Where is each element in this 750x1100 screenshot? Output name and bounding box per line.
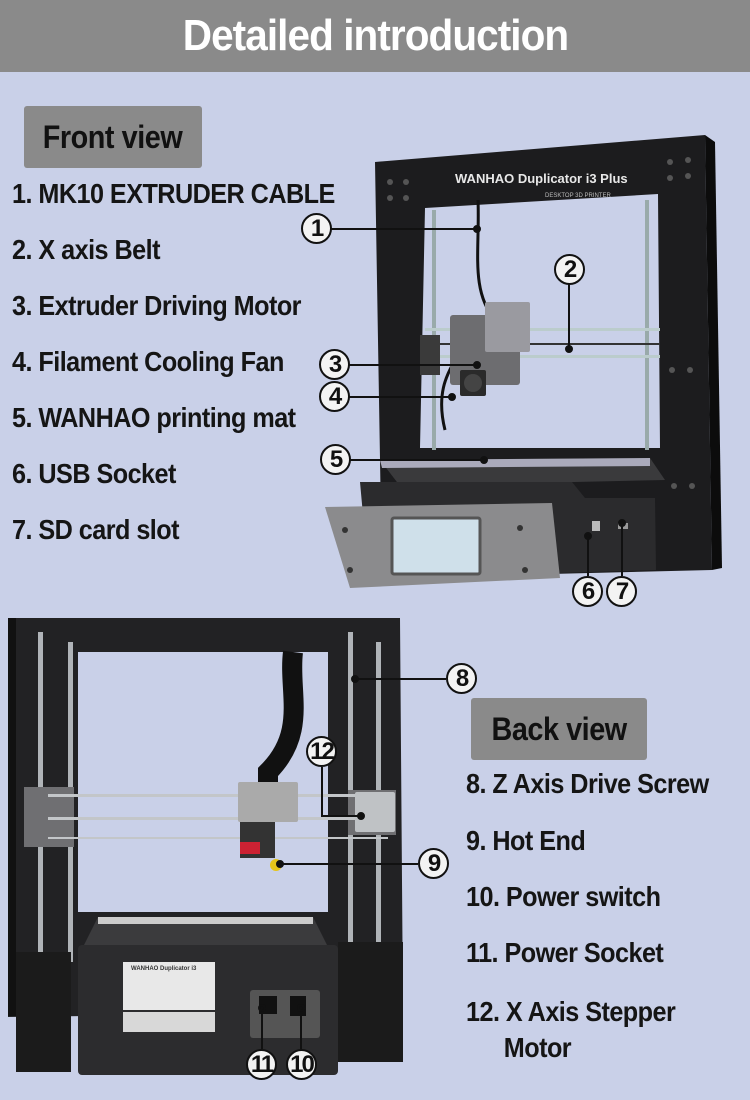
front-label-4: 4. Filament Cooling Fan <box>12 346 284 377</box>
front-label-6: 6. USB Socket <box>12 458 176 489</box>
front-printer-image: WANHAO Duplicator i3 Plus DESKTOP 3D PRI… <box>325 135 722 588</box>
header-banner: Detailed introduction <box>0 0 750 72</box>
front-label-5: 5. WANHAO printing mat <box>12 402 296 433</box>
callout-11: 11 <box>246 1049 277 1080</box>
callout-7: 7 <box>606 576 637 607</box>
back-view-tag: Back view <box>471 698 647 760</box>
back-label-8: 8. Z Axis Drive Screw <box>466 768 709 799</box>
printer-subtitle-text: DESKTOP 3D PRINTER <box>545 193 611 199</box>
front-label-2: 2. X axis Belt <box>12 234 160 265</box>
back-label-10: 10. Power switch <box>466 881 661 912</box>
callout-10: 10 <box>286 1049 317 1080</box>
back-label-12-line1: 12. X Axis Stepper <box>466 996 676 1027</box>
callout-1: 1 <box>301 213 332 244</box>
back-label-11: 11. Power Socket <box>466 937 664 968</box>
back-label-12: 12. X Axis Stepper Motor <box>466 994 676 1066</box>
back-label-12-line2: Motor <box>503 1032 572 1063</box>
back-view-tag-label: Back view <box>491 710 627 747</box>
callout-4: 4 <box>319 381 350 412</box>
callout-6: 6 <box>572 576 603 607</box>
front-label-7: 7. SD card slot <box>12 514 180 545</box>
front-view-tag: Front view <box>24 106 202 168</box>
back-label-9: 9. Hot End <box>466 825 586 856</box>
back-printer-image: WANHAO Duplicator i3 <box>8 618 403 1075</box>
callout-2: 2 <box>554 254 585 285</box>
callout-3: 3 <box>319 349 350 380</box>
front-label-3: 3. Extruder Driving Motor <box>12 290 301 321</box>
box-brand-text: WANHAO Duplicator i3 <box>131 966 197 972</box>
callout-12: 12 <box>306 736 337 767</box>
front-label-1: 1. MK10 EXTRUDER CABLE <box>12 178 335 209</box>
page-title: Detailed introduction <box>182 11 568 60</box>
callout-8: 8 <box>446 663 477 694</box>
front-view-tag-label: Front view <box>43 118 183 155</box>
callout-9: 9 <box>418 848 449 879</box>
callout-5: 5 <box>320 444 351 475</box>
printer-brand-text: WANHAO Duplicator i3 Plus <box>455 171 628 186</box>
